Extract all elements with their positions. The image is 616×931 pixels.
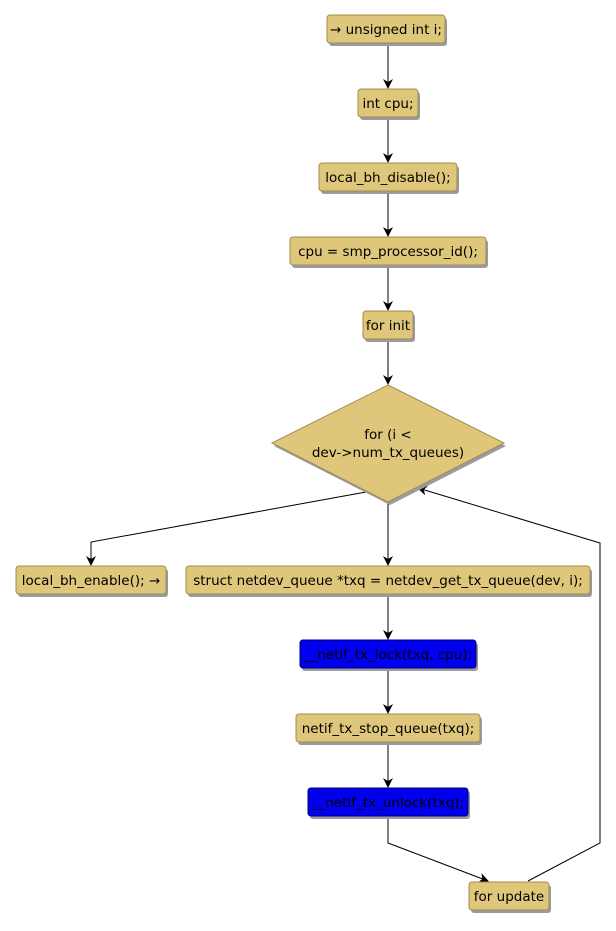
node-bh-enable: local_bh_enable(); →	[15, 565, 168, 597]
node-for-update-label: for update	[474, 889, 544, 905]
node-declare-i: → unsigned int i;	[326, 14, 447, 46]
edge-condition-to-bh-enable	[86, 491, 367, 566]
node-get-txq: struct netdev_queue *txq = netdev_get_tx…	[185, 565, 592, 597]
node-get-cpu-label: cpu = smp_processor_id();	[298, 244, 478, 260]
node-for-init-label: for init	[366, 318, 410, 334]
node-stop-queue-label: netif_tx_stop_queue(txq);	[302, 721, 475, 737]
edge-for-update-to-condition	[417, 485, 601, 882]
node-condition-label-line1: for (i <	[364, 427, 411, 443]
node-get-txq-label: struct netdev_queue *txq = netdev_get_tx…	[193, 573, 583, 589]
node-condition-label-line2: dev->num_tx_queues)	[312, 445, 464, 461]
node-bh-disable-label: local_bh_disable();	[325, 170, 450, 186]
node-declare-cpu-label: int cpu;	[363, 96, 414, 112]
node-tx-unlock: __netif_tx_unlock(txq);	[307, 787, 470, 819]
node-bh-disable: local_bh_disable();	[318, 162, 459, 194]
node-declare-cpu: int cpu;	[357, 88, 420, 120]
edge-tx-unlock-to-for-update	[387, 818, 489, 883]
node-tx-lock-label: __netif_tx_lock(txq, cpu);	[303, 647, 472, 663]
node-get-cpu: cpu = smp_processor_id();	[289, 236, 488, 268]
edges	[86, 45, 601, 883]
node-tx-lock: __netif_tx_lock(txq, cpu);	[299, 639, 478, 671]
node-stop-queue: netif_tx_stop_queue(txq);	[295, 713, 482, 745]
node-condition: for (i < dev->num_tx_queues)	[270, 384, 506, 505]
node-declare-i-label: → unsigned int i;	[330, 22, 442, 38]
node-tx-unlock-label: __netif_tx_unlock(txq);	[311, 795, 464, 811]
node-bh-enable-label: local_bh_enable(); →	[22, 573, 161, 589]
node-for-init: for init	[362, 310, 415, 342]
node-for-update: for update	[468, 881, 551, 913]
